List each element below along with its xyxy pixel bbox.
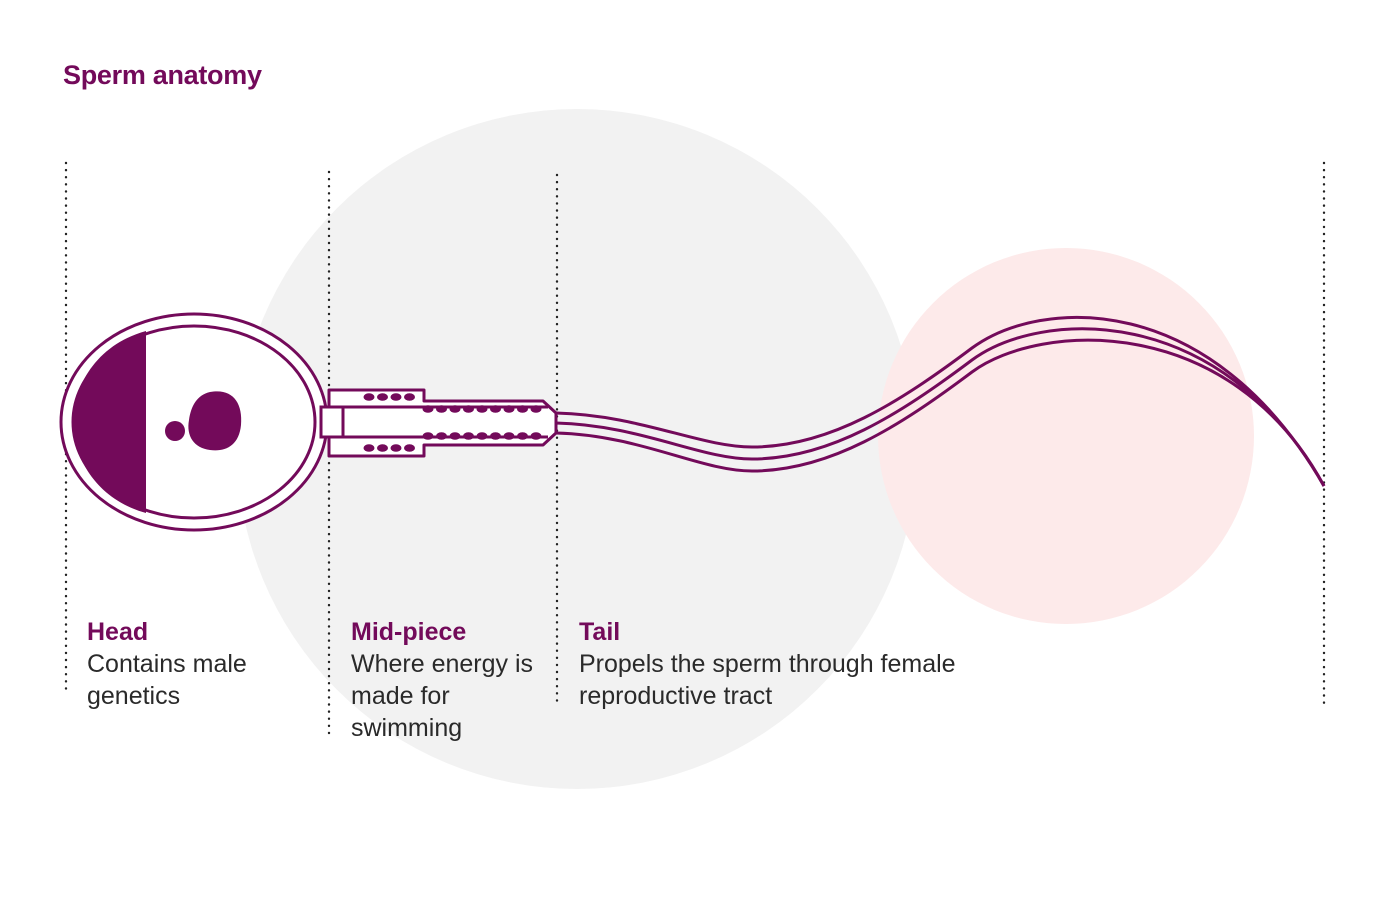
- mitochondrion: [530, 405, 542, 413]
- head-name: Head: [87, 618, 149, 646]
- mitochondrion: [363, 393, 375, 401]
- mitochondrion: [404, 393, 415, 401]
- acrosome-cap: [73, 331, 146, 513]
- midpiece-description: Where energy is made for swimming: [351, 650, 534, 742]
- tail-description: Propels the sperm through female reprodu…: [579, 650, 956, 710]
- grey-background-circle: [237, 109, 917, 789]
- mitochondrion: [476, 405, 488, 413]
- mitochondrion: [503, 405, 515, 413]
- mitochondrion: [404, 444, 415, 452]
- mitochondrion: [490, 432, 501, 440]
- sperm-tail: [555, 315, 1326, 487]
- sperm-midpiece: [319, 388, 558, 458]
- mitochondrion: [422, 405, 434, 413]
- midpiece-name: Mid-piece: [351, 618, 467, 646]
- mitochondrion: [390, 444, 402, 452]
- sperm-head: [59, 312, 329, 532]
- mitochondrion: [517, 432, 528, 440]
- label-midpiece: Mid-piece Where energy is made for swimm…: [351, 616, 546, 744]
- mitochondrion: [490, 405, 501, 413]
- mitochondrion: [422, 432, 434, 440]
- mitochondrion: [390, 393, 402, 401]
- mitochondrion: [503, 432, 515, 440]
- mitochondrion: [463, 432, 474, 440]
- mitochondria-group: [363, 393, 542, 452]
- nucleus-dot: [165, 421, 185, 441]
- mitochondrion: [377, 393, 388, 401]
- tail-name: Tail: [579, 618, 621, 646]
- pink-background-circle: [878, 248, 1254, 624]
- mitochondrion: [476, 432, 488, 440]
- mitochondrion: [449, 432, 461, 440]
- head-description: Contains male genetics: [87, 650, 247, 710]
- label-tail: Tail Propels the sperm through female re…: [579, 616, 1019, 712]
- mitochondrion: [517, 405, 528, 413]
- mitochondrion: [436, 405, 447, 413]
- mitochondrion: [449, 405, 461, 413]
- label-head: Head Contains male genetics: [87, 616, 317, 712]
- mitochondrion: [530, 432, 542, 440]
- nucleus-blob: [188, 391, 242, 451]
- mitochondrion: [377, 444, 388, 452]
- mitochondrion: [363, 444, 375, 452]
- mitochondrion: [463, 405, 474, 413]
- page-title: Sperm anatomy: [63, 60, 262, 90]
- mitochondrion: [436, 432, 447, 440]
